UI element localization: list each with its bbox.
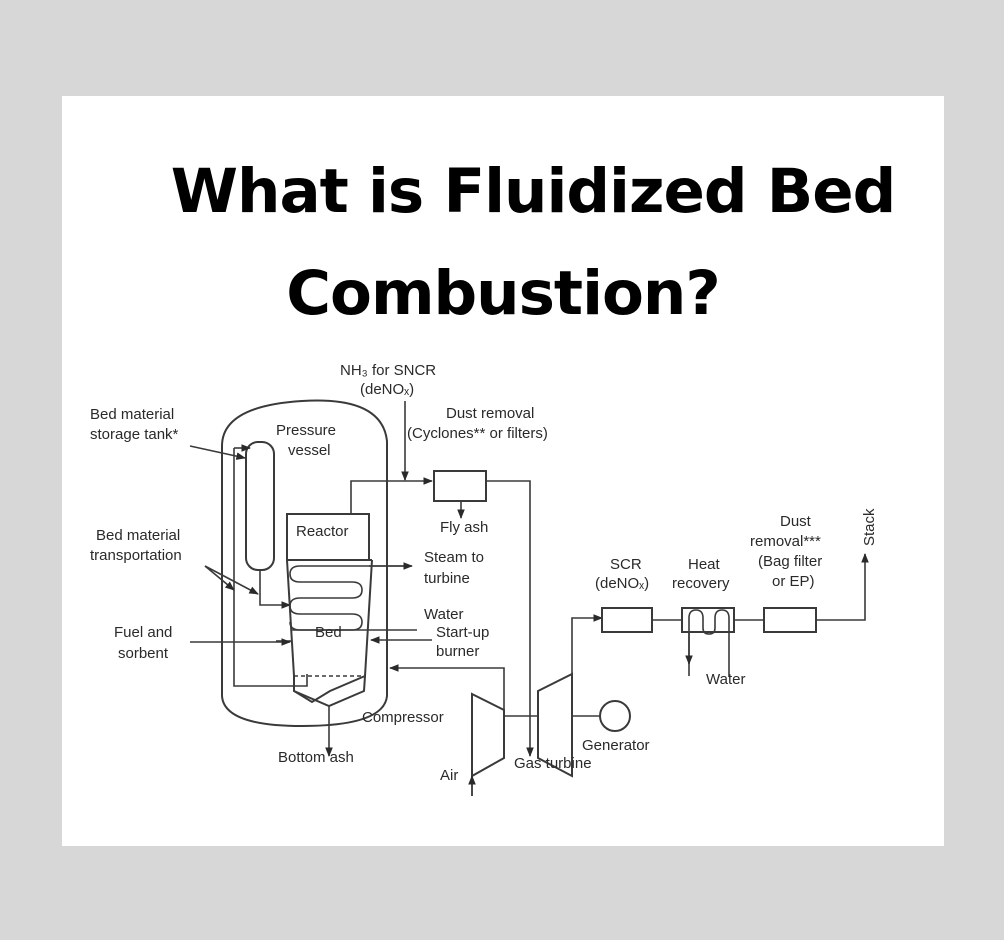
label-generator: Generator bbox=[582, 737, 650, 754]
pressure-vessel bbox=[221, 399, 388, 728]
label-sorbent: sorbent bbox=[118, 645, 169, 662]
label-dust2-1: Dust bbox=[780, 513, 812, 530]
scr-box bbox=[601, 607, 653, 633]
label-bottom-ash: Bottom ash bbox=[278, 749, 354, 766]
content-panel: What is Fluidized Bed Combustion? bbox=[62, 96, 944, 846]
label-fly-ash: Fly ash bbox=[440, 519, 488, 536]
label-dust2-3: (Bag filter bbox=[758, 553, 822, 570]
label-dust-removal: Dust removal bbox=[446, 405, 534, 422]
label-gas-turbine: Gas turbine bbox=[514, 755, 592, 772]
dust-removal-bagfilter-box bbox=[763, 607, 817, 633]
title-line-1: What is Fluidized Bed bbox=[170, 156, 897, 227]
label-compressor: Compressor bbox=[362, 709, 444, 726]
label-water-hr: Water bbox=[706, 671, 745, 688]
label-bed-storage-2: storage tank* bbox=[90, 426, 179, 443]
label-heat: Heat bbox=[688, 556, 721, 573]
label-recovery: recovery bbox=[672, 575, 730, 592]
gas-turbine bbox=[537, 672, 573, 778]
label-bed-storage-1: Bed material bbox=[90, 406, 174, 423]
label-vessel: vessel bbox=[288, 442, 331, 459]
label-nh3-denox: (deNOₓ) bbox=[360, 381, 414, 398]
label-pressure: Pressure bbox=[276, 422, 336, 439]
label-turbine: turbine bbox=[424, 570, 470, 587]
label-steam: Steam to bbox=[424, 549, 484, 566]
label-startup: Start-up bbox=[436, 624, 489, 641]
storage-tank bbox=[245, 441, 275, 571]
label-scr-denox: (deNOₓ) bbox=[595, 575, 649, 592]
label-cyclones: (Cyclones** or filters) bbox=[407, 425, 548, 442]
label-air: Air bbox=[440, 767, 458, 784]
label-stack: Stack bbox=[861, 508, 878, 546]
label-dust2-2: removal*** bbox=[750, 533, 821, 550]
title-line-2: Combustion? bbox=[286, 258, 720, 329]
compressor bbox=[471, 692, 505, 778]
dust-removal-cyclone-box bbox=[433, 470, 487, 502]
label-bed-transport-2: transportation bbox=[90, 547, 182, 564]
label-burner: burner bbox=[436, 643, 479, 660]
label-bed-transport-1: Bed material bbox=[96, 527, 180, 544]
label-scr: SCR bbox=[610, 556, 642, 573]
label-nh3: NH₃ for SNCR bbox=[340, 362, 436, 379]
fbc-process-diagram: NH₃ for SNCR (deNOₓ) Dust removal (Cyclo… bbox=[90, 362, 878, 796]
label-water-in: Water bbox=[424, 606, 463, 623]
label-fuel: Fuel and bbox=[114, 624, 172, 641]
label-dust2-4: or EP) bbox=[772, 573, 815, 590]
generator bbox=[599, 700, 631, 732]
page-title: What is Fluidized Bed Combustion? bbox=[62, 136, 944, 350]
label-reactor: Reactor bbox=[296, 523, 349, 540]
label-bed: Bed bbox=[315, 624, 342, 641]
